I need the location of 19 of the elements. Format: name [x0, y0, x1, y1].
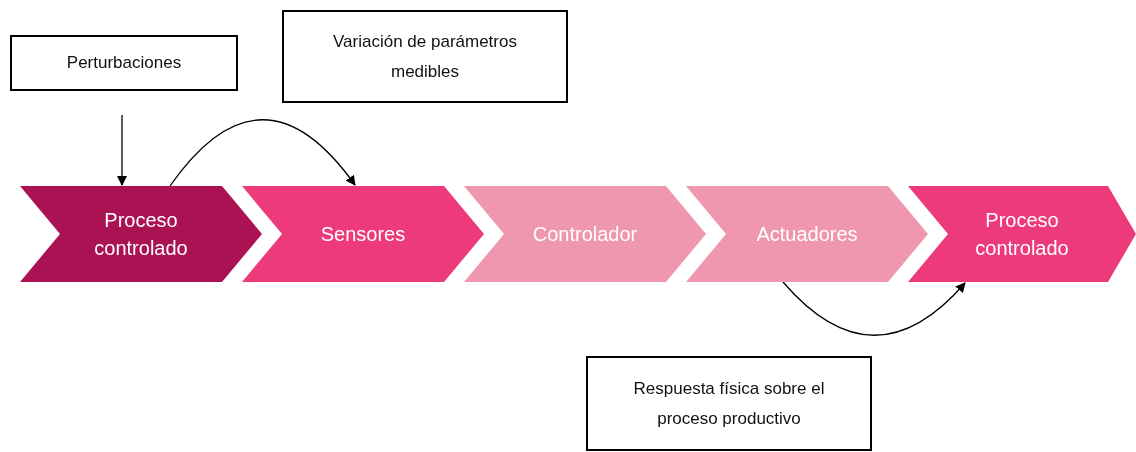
box-label: Variación de parámetros medibles: [332, 30, 518, 83]
text-box: [586, 356, 872, 451]
text-box: [10, 35, 238, 91]
step-label: Proceso controlado: [93, 208, 189, 261]
chevron-step: [908, 186, 1136, 282]
step-label: Controlador: [531, 222, 639, 247]
step-label: Proceso controlado: [974, 208, 1070, 261]
chevron-step: [242, 186, 484, 282]
chevron-step: [20, 186, 262, 282]
arrow: [117, 114, 127, 186]
arrow: [169, 119, 356, 187]
text-box: [282, 10, 568, 103]
box-label: Respuesta física sobre el proceso productivo: [632, 377, 826, 430]
step-label: Actuadores: [755, 222, 859, 247]
step-label: Sensores: [319, 222, 407, 247]
chevron-step: [686, 186, 928, 282]
arrow: [782, 281, 966, 336]
box-label: Perturbaciones: [66, 52, 182, 75]
chevron-step: [464, 186, 706, 282]
